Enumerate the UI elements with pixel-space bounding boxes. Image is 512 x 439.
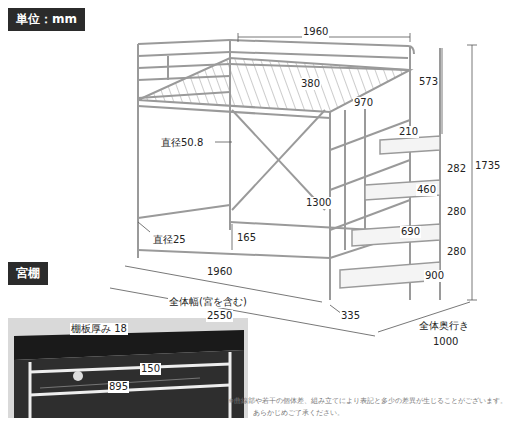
dimension-label: 1960 [302, 26, 329, 38]
dimension-label: 900 [424, 270, 445, 282]
dimension-label: 690 [400, 226, 421, 238]
heading-tag: 宮棚 [8, 262, 48, 285]
dimension-label: 970 [353, 97, 374, 109]
dimension-label: 150 [140, 363, 161, 375]
dimension-label: 280 [446, 246, 467, 258]
dimension-label: 280 [446, 206, 467, 218]
heading-tag: 単位：mm [8, 8, 85, 31]
dimension-label: 全体奥行き [418, 320, 470, 332]
dimension-label: 282 [446, 163, 467, 175]
dimension-label: 1735 [474, 160, 501, 172]
dimension-label: 棚板厚み 18 [70, 323, 128, 335]
note-text: ※曲線部や若干の個体差、組み立てにより表記と多少の差異が生じることがございます。 [228, 398, 508, 405]
dimension-label: 2550 [206, 310, 233, 322]
dimension-label: 直径25 [152, 234, 187, 246]
dimension-label: 380 [300, 78, 321, 90]
dimension-label: 1960 [206, 266, 233, 278]
dimension-label: 1000 [432, 336, 459, 348]
dimension-label: 895 [108, 381, 129, 393]
note-text: あらかじめご了承ください。 [252, 410, 345, 417]
dimension-label: 210 [398, 126, 419, 138]
dimension-label: 335 [340, 310, 361, 322]
dimension-label: 573 [418, 76, 439, 88]
tag-text: 宮棚 [16, 266, 40, 280]
dimension-label: 1300 [305, 197, 332, 209]
dimension-label: 460 [416, 184, 437, 196]
tag-text: 単位：mm [16, 12, 77, 26]
dimension-label: 165 [236, 232, 257, 244]
dimension-label: 全体幅(宮を含む) [168, 296, 248, 308]
dimension-label: 直径50.8 [160, 137, 204, 149]
